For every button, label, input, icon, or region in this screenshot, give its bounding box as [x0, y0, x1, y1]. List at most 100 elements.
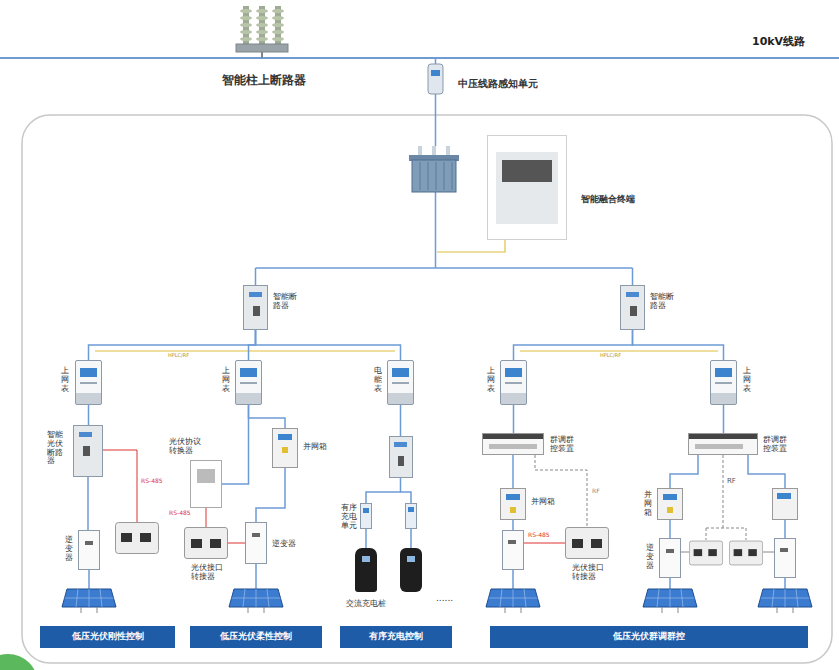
grid-box: 并网箱	[657, 488, 683, 520]
connector-line	[249, 330, 256, 360]
solar-panel	[62, 589, 116, 613]
device-label: 并网箱	[531, 498, 555, 507]
device-label: 逆变器	[272, 540, 296, 549]
connector-line	[88, 405, 90, 425]
fusion-terminal: 智能融合终端	[487, 135, 567, 240]
device-label: 电能表	[374, 367, 382, 393]
device-label: 上网表	[487, 367, 495, 393]
device-label: 逆变器	[646, 544, 654, 570]
connector-line	[206, 508, 207, 527]
band-title: 低压光伏柔性控制	[220, 632, 292, 642]
group-controller: 群调群控装置	[688, 433, 758, 455]
charging-pile	[400, 548, 422, 592]
connector-line	[228, 543, 245, 544]
corner-mark	[0, 654, 38, 670]
section-band: 低压光伏群调群控	[490, 626, 808, 648]
charging-breaker	[390, 437, 413, 478]
interface-adapter	[729, 541, 762, 565]
interface-adapter: 光伏接口转接器	[565, 527, 609, 559]
solar-panel	[758, 589, 812, 613]
annotation: RS-485	[141, 478, 163, 485]
device-label: 交流充电桩	[346, 600, 386, 609]
connector-line	[670, 455, 698, 488]
connector-line	[222, 405, 249, 484]
rs485-wires	[103, 450, 565, 543]
annotation: 智能柱上断路器	[222, 74, 306, 87]
connector-line	[669, 520, 671, 538]
group-controller: 群调群控装置	[482, 433, 544, 455]
meter-icon: 上网表	[710, 360, 737, 405]
breaker-icon: 智能断路器	[620, 285, 645, 330]
device-label: 光伏接口转接器	[191, 564, 223, 582]
device-label: 光伏协议转换器	[169, 438, 201, 456]
annotation: ......	[436, 594, 453, 604]
interface-adapter	[689, 541, 722, 565]
band-title: 低压光伏群调群控	[613, 632, 685, 642]
meter-icon: 上网表	[500, 360, 527, 405]
solar-panel	[643, 589, 697, 613]
connector-line	[513, 405, 515, 433]
charging-pile: 交流充电桩	[355, 548, 377, 592]
annotation: 10kV线路	[752, 36, 805, 48]
section-band: 低压光伏刚性控制	[40, 626, 175, 648]
connector-line	[514, 330, 633, 360]
band-title: 低压光伏刚性控制	[72, 632, 144, 642]
pole-breaker	[236, 6, 288, 58]
hplc-lines	[95, 240, 718, 351]
transformer	[409, 146, 459, 192]
area-outline	[22, 115, 832, 663]
sensor-unit	[428, 64, 443, 94]
connector-line	[87, 477, 89, 530]
connector-line	[512, 455, 514, 488]
meter-icon: 上网表	[235, 360, 262, 405]
annotation: RF	[727, 478, 736, 486]
main-wires	[89, 58, 785, 590]
grid-box: 并网箱	[500, 488, 526, 520]
breaker-icon: 智能光伏断路器	[73, 425, 103, 477]
meter-icon: 电能表	[387, 360, 414, 405]
edge-label: RF	[591, 488, 601, 495]
protocol-converter: 光伏协议转换器	[190, 460, 222, 508]
device-label: 智能断路器	[273, 293, 297, 311]
annotation: HPLC/RF	[168, 353, 189, 359]
connector-line	[89, 330, 256, 360]
section-band: 有序充电控制	[340, 626, 452, 648]
inverter-icon	[775, 539, 796, 578]
annotation: HPLC/RF	[600, 353, 621, 359]
charging-unit: 有序充电单元	[360, 503, 372, 529]
inverter-icon: 逆变器	[659, 538, 681, 578]
edge-label: RS-485	[168, 510, 192, 517]
solar-panel	[229, 589, 283, 613]
annotation: RS-485	[528, 532, 550, 539]
interface-adapter	[116, 523, 159, 554]
connector-line	[723, 405, 725, 433]
device-label: 光伏接口转接器	[572, 564, 604, 582]
connector-line	[633, 330, 724, 360]
10kv-line	[0, 57, 839, 59]
meter-icon: 上网表	[75, 360, 102, 405]
rf-wires	[681, 455, 774, 552]
device-label: 群调群控装置	[550, 436, 574, 454]
device-label: 智能光伏断路器	[47, 431, 63, 466]
grid-box: 并网箱	[272, 428, 298, 468]
connector-line	[249, 405, 286, 428]
solar-panel	[486, 589, 540, 613]
device-label: 智能融合终端	[581, 195, 635, 205]
grid-box	[773, 489, 798, 520]
connector-line	[365, 529, 367, 548]
charging-unit	[406, 504, 417, 529]
inverter-icon: 逆变器	[245, 522, 267, 564]
interface-adapter: 光伏接口转接器	[184, 527, 228, 559]
device-label: 有序充电单元	[341, 504, 357, 530]
breaker-icon: 智能断路器	[243, 285, 268, 330]
band-title: 有序充电控制	[369, 632, 423, 642]
device-label: 智能断路器	[650, 293, 674, 311]
connector-line	[256, 468, 285, 522]
inverter-icon: 逆变器	[78, 530, 100, 570]
annotation: 中压线路感知单元	[458, 78, 538, 89]
device-label: 并网箱	[644, 491, 652, 517]
device-label: 上网表	[222, 367, 230, 393]
